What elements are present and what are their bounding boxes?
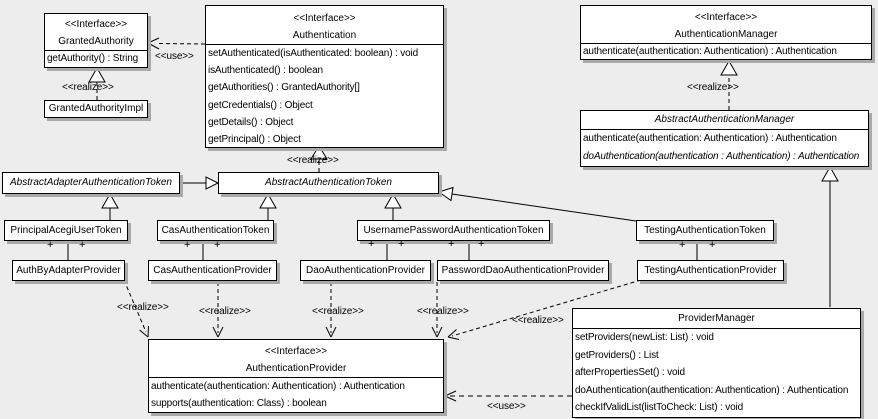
class-name: PrincipalAcegiUserToken xyxy=(10,225,122,236)
class-name: CasAuthenticationToken xyxy=(161,225,270,236)
class-name: CasAuthenticationProvider xyxy=(153,265,272,276)
class-name: TestingAuthenticationProvider xyxy=(644,265,777,276)
association-end-label: + xyxy=(478,238,485,250)
class-name: AbstractAuthenticationToken xyxy=(265,177,392,188)
association-end-label: + xyxy=(368,238,375,250)
class-name: AuthByAdapterProvider xyxy=(16,265,121,276)
class-username-password-authentication-token[interactable]: UsernamePasswordAuthenticationToken xyxy=(357,220,550,241)
association-end-label: + xyxy=(184,239,191,251)
method: checkIfValidList(listToCheck: List) : vo… xyxy=(575,402,744,414)
realize-label-cas-provider: <<realize>> xyxy=(199,306,251,317)
class-name: AuthenticationProvider xyxy=(245,363,347,374)
class-cas-authentication-provider[interactable]: CasAuthenticationProvider xyxy=(148,260,277,281)
method: isAuthenticated() : boolean xyxy=(208,65,323,77)
generalization-testing-token-to-abstract-token[interactable] xyxy=(437,186,637,222)
generalization-cas-token-to-abstract-token[interactable] xyxy=(259,192,277,220)
realize-auth-by-adapter-to-provider-iface[interactable] xyxy=(123,279,149,338)
method: doAuthentication(authentication : Authen… xyxy=(583,151,860,162)
stereotype-label: <<Interface>> xyxy=(694,12,758,23)
realize-abstract-manager-to-manager[interactable] xyxy=(720,59,738,110)
method: getProviders() : List xyxy=(575,349,659,361)
generalization-upw-token-to-abstract-token[interactable] xyxy=(384,192,402,220)
realize-abstract-token-to-authentication[interactable] xyxy=(310,145,328,172)
class-name: UsernamePasswordAuthenticationToken xyxy=(363,225,544,236)
use-provider-manager-to-provider-iface[interactable] xyxy=(444,390,572,402)
class-abstract-adapter-authentication-token[interactable]: AbstractAdapterAuthenticationToken xyxy=(2,172,180,194)
realize-dao-provider-to-provider-iface[interactable] xyxy=(325,282,337,338)
association-end-label: + xyxy=(709,239,716,251)
class-cas-authentication-token[interactable]: CasAuthenticationToken xyxy=(157,220,274,241)
class-auth-by-adapter-provider[interactable]: AuthByAdapterProvider xyxy=(12,260,125,281)
class-authentication[interactable]: <<Interface>> Authentication setAuthenti… xyxy=(205,5,444,148)
association-end-label: + xyxy=(448,238,455,250)
class-abstract-authentication-token[interactable]: AbstractAuthenticationToken xyxy=(218,172,439,194)
use-label-bottom: <<use>> xyxy=(487,401,526,412)
method: setAuthenticated(isAuthenticated: boolea… xyxy=(208,48,419,59)
method: setProviders(newList: List) : void xyxy=(575,332,714,343)
method: getPrincipal() : Object xyxy=(208,134,301,146)
stereotype-label: <<Interface>> xyxy=(293,13,356,24)
class-provider-manager[interactable]: ProviderManager setProviders(newList: Li… xyxy=(572,308,861,418)
method: authenticate(authentication: Authenticat… xyxy=(583,46,837,57)
generalization-principal-to-adapter[interactable] xyxy=(101,192,119,220)
stereotype-label: <<Interface>> xyxy=(264,346,328,357)
class-password-dao-authentication-provider[interactable]: PasswordDaoAuthenticationProvider xyxy=(437,260,609,281)
class-name: DaoAuthenticationProvider xyxy=(306,265,425,276)
class-name: ProviderManager xyxy=(678,313,755,324)
class-abstract-authentication-manager[interactable]: AbstractAuthenticationManager authentica… xyxy=(580,110,869,167)
method: getDetails() : Object xyxy=(208,116,294,128)
class-name: PasswordDaoAuthenticationProvider xyxy=(441,265,605,276)
association-end-label: + xyxy=(679,239,686,251)
realize-label-auth-by-adapter: <<realize>> xyxy=(117,302,169,313)
method: doAuthentication(authentication: Authent… xyxy=(575,384,849,396)
realize-testing-provider-to-provider-iface[interactable] xyxy=(447,279,642,340)
class-granted-authority[interactable]: <<Interface>> GrantedAuthority getAuthor… xyxy=(44,13,148,68)
use-label-top: <<use>> xyxy=(155,51,194,62)
association-end-label: + xyxy=(214,239,221,251)
class-dao-authentication-provider[interactable]: DaoAuthenticationProvider xyxy=(300,260,431,281)
class-principal-acegi-user-token[interactable]: PrincipalAcegiUserToken xyxy=(4,220,128,241)
class-granted-authority-impl[interactable]: GrantedAuthorityImpl xyxy=(44,100,148,118)
realize-label-password-dao-provider: <<realize>> xyxy=(417,306,469,317)
realize-password-dao-provider-to-provider-iface[interactable] xyxy=(431,282,443,338)
class-name: AbstractAuthenticationManager xyxy=(654,114,795,125)
class-authentication-manager[interactable]: <<Interface>> AuthenticationManager auth… xyxy=(580,5,872,60)
realize-cas-provider-to-provider-iface[interactable] xyxy=(212,282,224,338)
association-end-label: + xyxy=(47,239,54,251)
generalization-adapter-to-abstract-token[interactable] xyxy=(180,176,220,190)
use-authentication-to-granted-authority[interactable] xyxy=(147,37,206,50)
method: supports(authentication: Class) : boolea… xyxy=(151,398,327,409)
class-name: AuthenticationManager xyxy=(674,29,778,40)
method: getAuthority() : String xyxy=(47,53,139,64)
class-name: TestingAuthenticationToken xyxy=(644,225,766,236)
association-end-label: + xyxy=(79,239,86,251)
class-testing-authentication-token[interactable]: TestingAuthenticationToken xyxy=(636,220,774,241)
realize-label-abstract-token: <<realize>> xyxy=(287,155,339,166)
class-name: GrantedAuthority xyxy=(58,36,134,47)
realize-label-dao-provider: <<realize>> xyxy=(312,306,364,317)
association-end-label: + xyxy=(398,238,405,250)
class-testing-authentication-provider[interactable]: TestingAuthenticationProvider xyxy=(637,260,784,281)
method: afterPropertiesSet() : void xyxy=(575,367,685,379)
realize-impl-to-granted-authority[interactable] xyxy=(88,66,106,100)
realize-label-testing-provider: <<realize>> xyxy=(512,315,564,326)
method: authenticate(authentication: Authenticat… xyxy=(583,133,837,144)
method: getCredentials() : Object xyxy=(208,99,313,111)
class-authentication-provider[interactable]: <<Interface>> AuthenticationProvider aut… xyxy=(148,339,444,413)
method: getAuthorities() : GrantedAuthority[] xyxy=(208,82,360,94)
stereotype-label: <<Interface>> xyxy=(64,19,128,30)
class-name: Authentication xyxy=(292,30,357,41)
realize-label-granted-authority: <<realize>> xyxy=(62,82,114,93)
realize-label-abstract-manager: <<realize>> xyxy=(687,82,739,93)
generalization-provider-manager-to-abstract-manager[interactable] xyxy=(821,165,839,307)
class-name: AbstractAdapterAuthenticationToken xyxy=(10,177,172,188)
class-name: GrantedAuthorityImpl xyxy=(48,103,144,114)
method: authenticate(authentication: Authenticat… xyxy=(151,381,405,392)
